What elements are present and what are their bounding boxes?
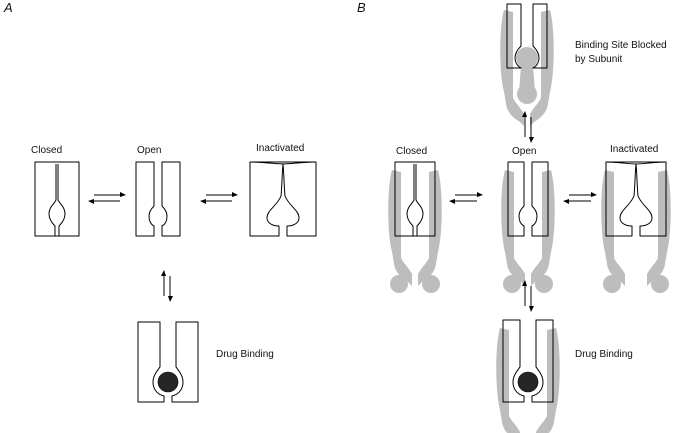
panel-b-open-label: Open xyxy=(512,146,536,157)
panel-b-equilibrium-arrows-1 xyxy=(449,192,483,204)
panel-b-letter: B xyxy=(357,0,366,15)
panel-a-open-label: Open xyxy=(137,145,161,156)
drug-molecule-icon xyxy=(157,371,179,393)
panel-a-drug-binding-label: Drug Binding xyxy=(216,349,274,360)
panel-b-equilibrium-arrows-2 xyxy=(563,192,597,204)
panel-b-equilibrium-arrows-up xyxy=(522,111,534,143)
panel-a-equilibrium-arrows-3 xyxy=(161,270,173,302)
drug-molecule-icon xyxy=(517,371,539,393)
panel-b-drug-binding-label: Drug Binding xyxy=(575,349,633,360)
panel-a-inactivated-label: Inactivated xyxy=(256,143,304,154)
panel-b-closed-label: Closed xyxy=(396,146,427,157)
panel-a-closed-label: Closed xyxy=(31,145,62,156)
panel-a-inactivated-channel xyxy=(249,161,317,237)
panel-b-open-channel xyxy=(501,161,555,293)
panel-a-equilibrium-arrows-1 xyxy=(88,192,126,204)
panel-a-letter: A xyxy=(3,0,13,15)
panel-b-closed-channel xyxy=(388,161,442,293)
panel-b-blocked-label: Binding Site Blocked xyxy=(575,40,667,51)
panel-b-drug-bound-channel xyxy=(496,319,560,433)
panel-b-equilibrium-arrows-down xyxy=(522,280,534,312)
panel-b-inactivated-channel xyxy=(601,161,671,293)
panel-b-blocked-channel xyxy=(500,3,554,126)
panel-a-open-channel xyxy=(135,161,181,237)
panel-a-drug-bound-channel xyxy=(137,321,199,403)
panel-b: B Binding Site Blocked by Subunit Closed… xyxy=(357,0,671,433)
panel-a-equilibrium-arrows-2 xyxy=(200,192,238,204)
panel-a: A Closed Open Inactivated xyxy=(3,0,317,403)
panel-a-closed-channel xyxy=(34,161,80,237)
panel-b-blocked-label-line2: by Subunit xyxy=(575,54,622,65)
panel-b-inactivated-label: Inactivated xyxy=(610,144,658,155)
